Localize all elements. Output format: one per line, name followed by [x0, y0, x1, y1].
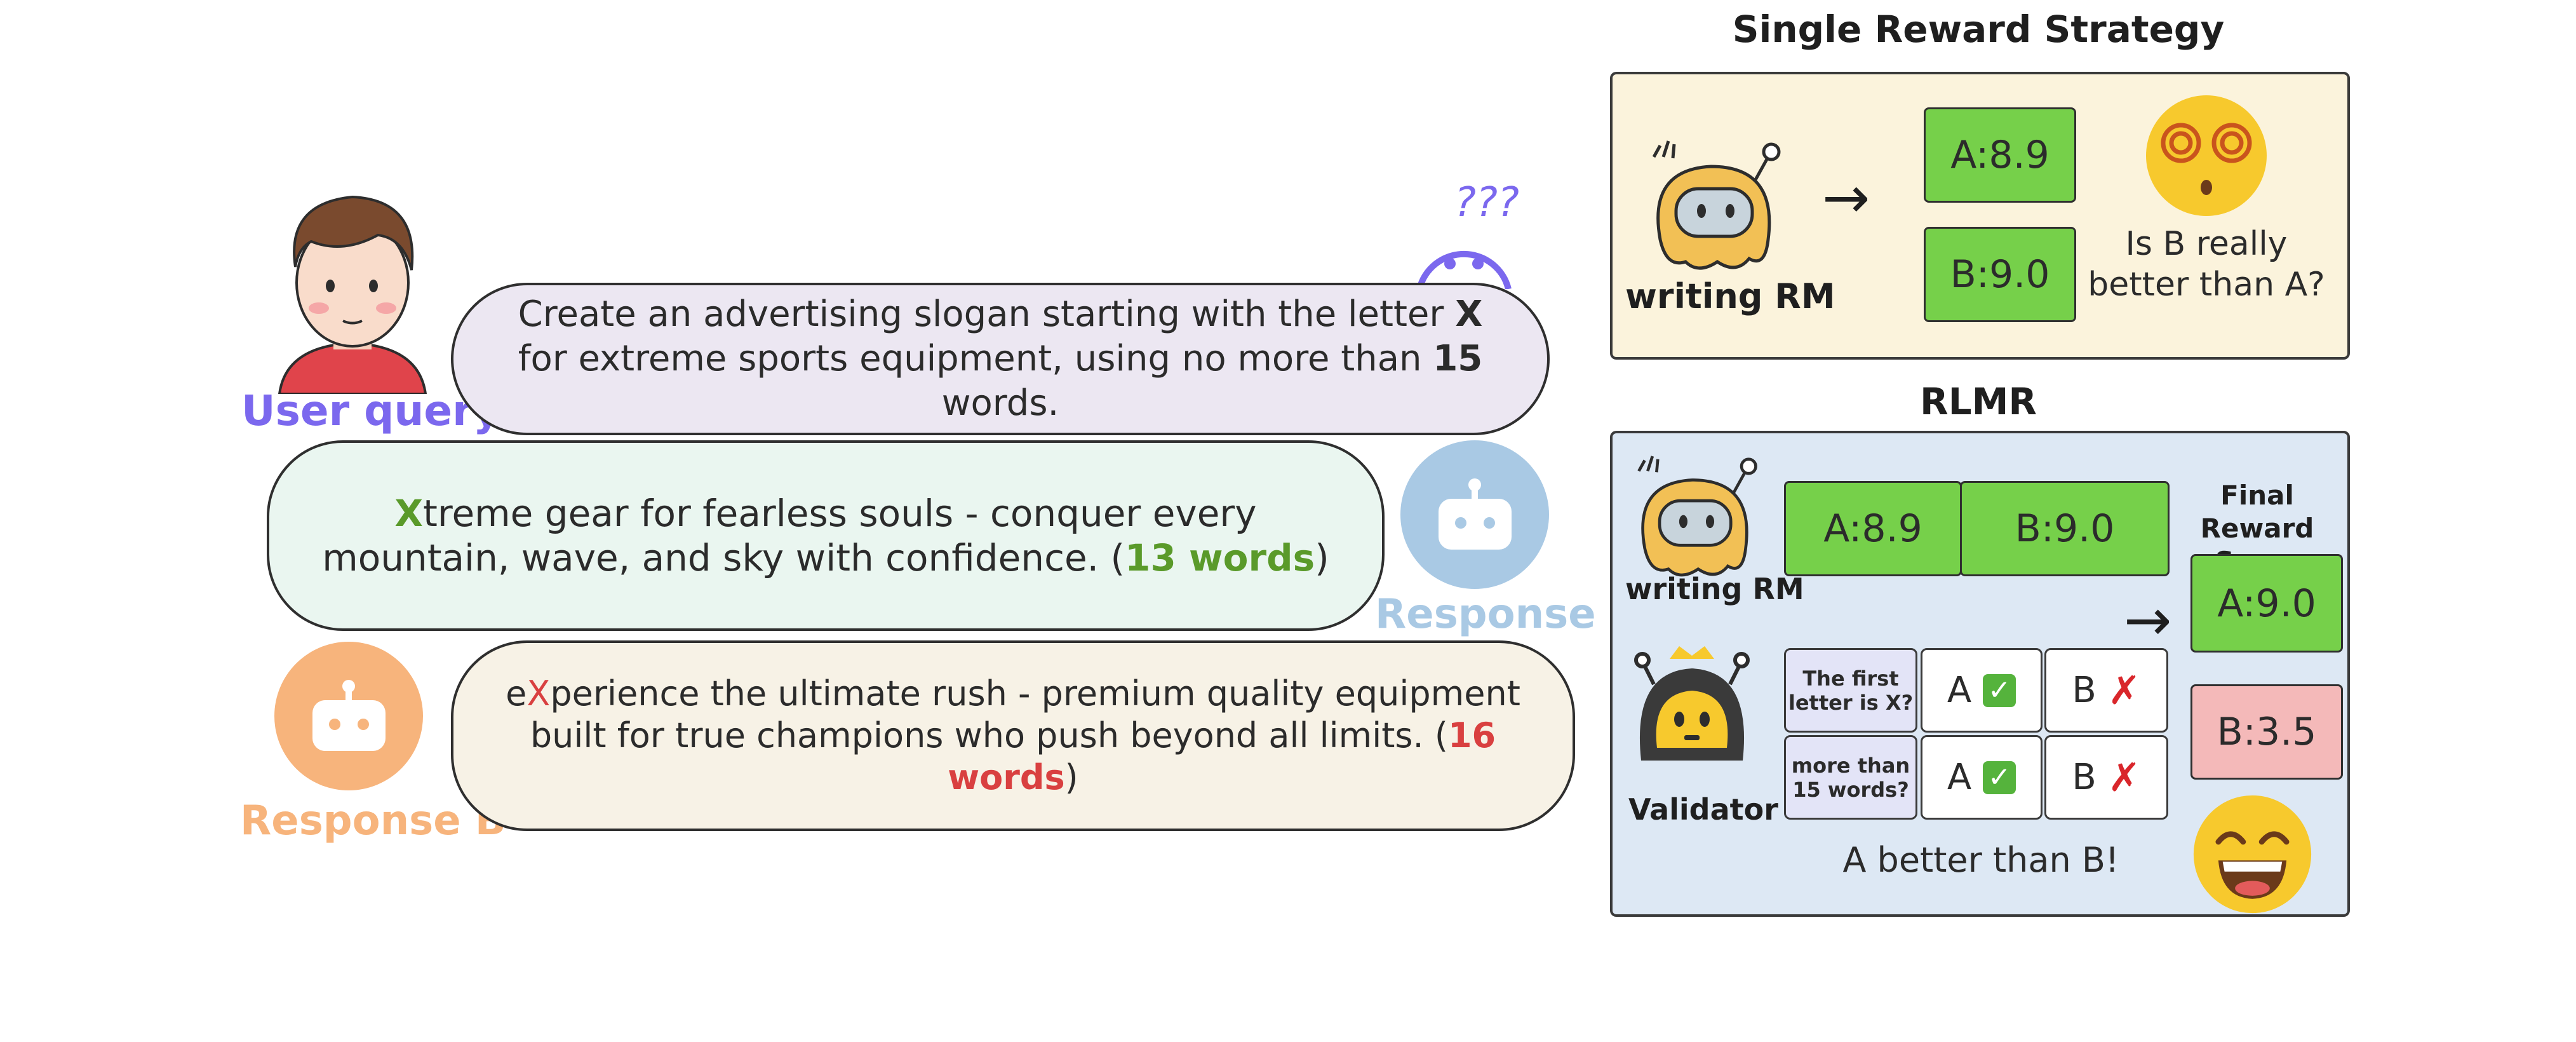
confused-face-icon [1413, 184, 1540, 290]
question-word-count: more than 15 words? [1784, 735, 1917, 820]
conclusion-text: A better than B! [1842, 840, 2119, 880]
response-a-label: Response A [1375, 591, 1642, 638]
arrow-icon: → [1822, 165, 1870, 231]
dizzy-face-icon [2143, 92, 2270, 219]
rlmr-writing-rm-robot-icon [1627, 447, 1776, 584]
check-a-word-count: A✓ [1921, 735, 2043, 820]
user-query-bubble: Create an advertising slogan starting wi… [451, 283, 1550, 435]
rlmr-arrow-icon: → [2124, 587, 2172, 654]
writing-rm-robot-icon [1641, 132, 1800, 278]
robot-a-icon [1400, 440, 1550, 590]
validator-label: Validator [1628, 792, 1778, 827]
rlmr-panel: writing RM A:8.9 B:9.0 Final Reward Scor… [1610, 431, 2350, 917]
single-question-text: Is B really better than A? [2088, 225, 2325, 304]
validator-robot-icon [1628, 640, 1755, 786]
user-avatar [267, 184, 438, 395]
rlmr-score-a: A:8.9 [1784, 481, 1962, 576]
check-b-word-count: B✗ [2044, 735, 2168, 820]
cross-icon: ✗ [2107, 666, 2141, 714]
single-score-a: A:8.9 [1924, 107, 2076, 203]
check-a-first-letter: A✓ [1921, 648, 2043, 733]
question-marks: ??? [1454, 179, 1519, 226]
response-b-text: eXperience the ultimate rush - premium q… [506, 673, 1520, 797]
final-score-a: A:9.0 [2190, 554, 2343, 653]
user-query-text: Create an advertising slogan starting wi… [518, 294, 1483, 424]
single-reward-title: Single Reward Strategy [1732, 8, 2225, 51]
writing-rm-label: writing RM [1625, 276, 1835, 316]
laughing-face-icon [2190, 792, 2318, 919]
response-a-bubble: Xtreme gear for fearless souls - conquer… [267, 440, 1385, 631]
response-a-text: Xtreme gear for fearless souls - conquer… [322, 492, 1329, 579]
rlmr-writing-rm-label: writing RM [1625, 572, 1804, 606]
robot-b-icon [274, 642, 424, 791]
single-score-b: B:9.0 [1924, 227, 2076, 322]
user-query-label: User query [241, 386, 500, 435]
check-b-first-letter: B✗ [2044, 648, 2168, 733]
single-reward-panel: writing RM → A:8.9 B:9.0 Is B really bet… [1610, 72, 2350, 360]
response-b-label: Response B [240, 797, 506, 844]
cross-icon: ✗ [2107, 754, 2141, 801]
question-first-letter: The first letter is X? [1784, 648, 1917, 733]
check-icon: ✓ [1983, 761, 2016, 794]
final-score-b: B:3.5 [2190, 684, 2343, 780]
rlmr-title: RLMR [1920, 380, 2037, 423]
response-b-bubble: eXperience the ultimate rush - premium q… [451, 640, 1575, 831]
rlmr-score-b: B:9.0 [1960, 481, 2170, 576]
check-icon: ✓ [1983, 673, 2016, 707]
